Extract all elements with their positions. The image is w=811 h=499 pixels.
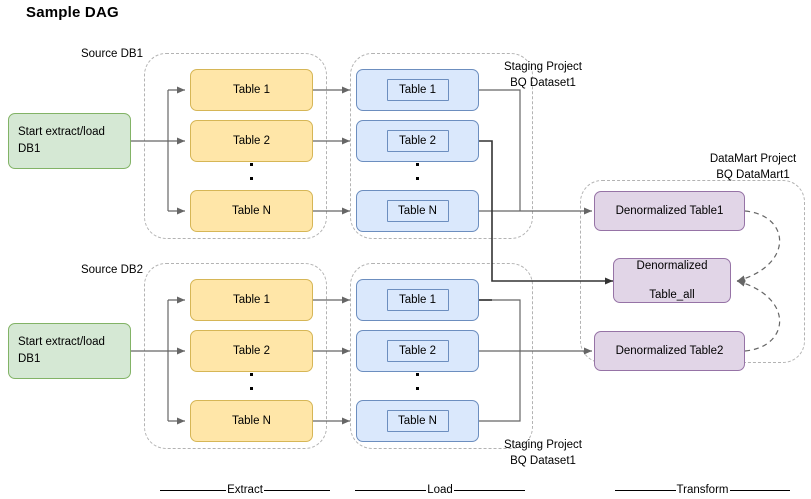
phase-transform-label: Transform	[676, 484, 729, 496]
denormalized-table2-node[interactable]: Denormalized Table2	[594, 331, 745, 371]
load-bottom-table-1[interactable]: Table 1	[356, 279, 479, 321]
source-db2-label: Source DB2	[80, 264, 143, 276]
staging-project-top-label: Staging Project BQ Dataset1	[504, 61, 582, 89]
extract-db2-ellipsis	[246, 373, 256, 401]
phase-extract-rule-left	[160, 489, 227, 491]
extract-db2-table-n[interactable]: Table N	[190, 400, 313, 442]
phase-transform: Transform	[615, 483, 791, 497]
load-top-table-n[interactable]: Table N	[356, 190, 479, 232]
denormalized-table-all-node[interactable]: Denormalized Table_all	[613, 258, 731, 303]
start-db2-node[interactable]: Start extract/load DB1	[8, 323, 131, 379]
phase-load: Load	[355, 483, 525, 497]
load-top-table-2[interactable]: Table 2	[356, 120, 479, 162]
load-top-table-2-label: Table 2	[386, 130, 449, 152]
source-db1-label: Source DB1	[80, 48, 143, 60]
datamart-project-label: DataMart Project BQ DataMart1	[709, 153, 797, 181]
extract-db1-ellipsis	[246, 163, 256, 191]
staging-project-bottom-label: Staging Project BQ Dataset1	[504, 439, 582, 467]
load-bottom-table-n-label: Table N	[386, 410, 449, 432]
phase-extract: Extract	[160, 483, 331, 497]
load-top-table-1[interactable]: Table 1	[356, 69, 479, 111]
extract-group-db1	[144, 53, 327, 239]
load-bottom-table-2-label: Table 2	[386, 340, 449, 362]
phase-load-rule-right	[453, 489, 525, 491]
extract-db1-table-2[interactable]: Table 2	[190, 120, 313, 162]
load-top-table-1-label: Table 1	[386, 79, 449, 101]
extract-db1-table-1[interactable]: Table 1	[190, 69, 313, 111]
start-db1-node[interactable]: Start extract/load DB1	[8, 113, 131, 169]
load-top-table-n-label: Table N	[386, 200, 449, 222]
extract-db2-table-1[interactable]: Table 1	[190, 279, 313, 321]
extract-db1-table-n[interactable]: Table N	[190, 190, 313, 232]
page-title: Sample DAG	[26, 4, 119, 21]
phase-transform-rule-right	[729, 489, 791, 491]
load-bottom-table-n[interactable]: Table N	[356, 400, 479, 442]
denormalized-table1-node[interactable]: Denormalized Table1	[594, 191, 745, 231]
load-bottom-table-1-label: Table 1	[386, 289, 449, 311]
load-bottom-ellipsis	[412, 373, 422, 401]
phase-extract-label: Extract	[227, 484, 263, 496]
phase-load-label: Load	[427, 484, 453, 496]
phase-load-rule-left	[355, 489, 427, 491]
extract-db2-table-2[interactable]: Table 2	[190, 330, 313, 372]
extract-group-db2	[144, 263, 327, 449]
load-group-bottom	[350, 263, 533, 449]
phase-transform-rule-left	[615, 489, 676, 491]
load-bottom-table-2[interactable]: Table 2	[356, 330, 479, 372]
load-top-ellipsis	[412, 163, 422, 191]
phase-extract-rule-right	[263, 489, 331, 491]
